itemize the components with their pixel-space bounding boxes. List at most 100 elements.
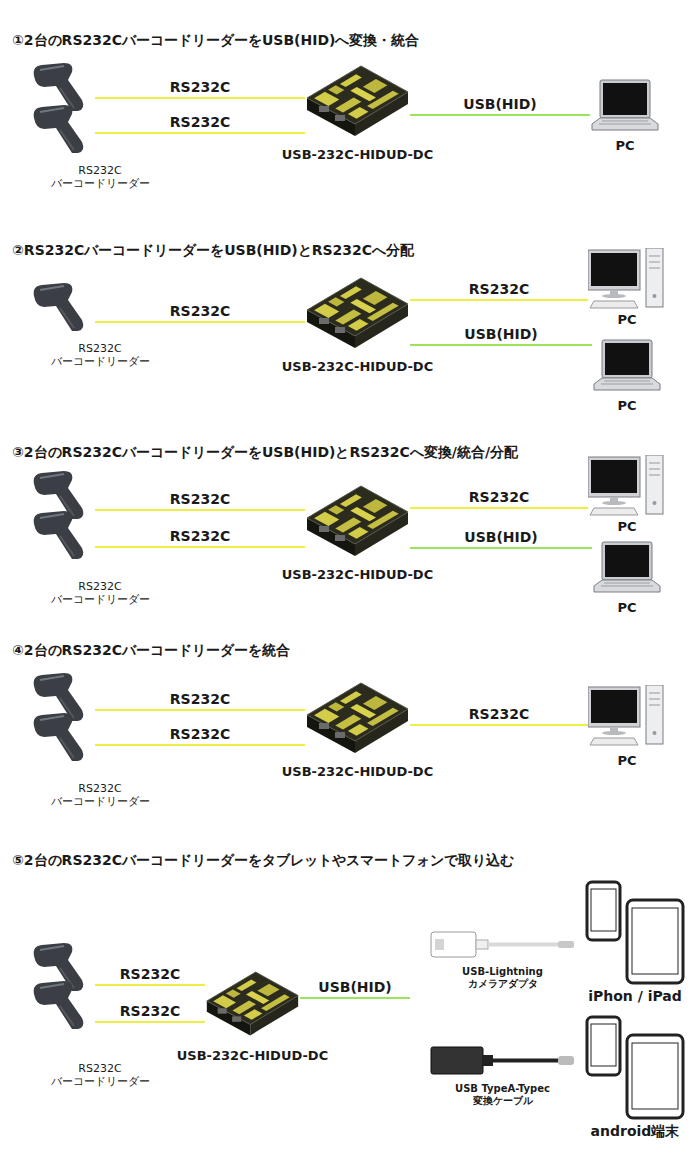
node-label: PC [590, 138, 660, 154]
barcode-reader [30, 470, 95, 520]
node-label: USB-232C-HIDUD-DC [268, 567, 448, 583]
node-label: USB-232C-HIDUD-DC [268, 147, 448, 163]
converter-icon [207, 972, 298, 1035]
edge-label: RS232C [118, 1003, 182, 1019]
edge-label: RS232C [467, 706, 531, 722]
barcode-reader-icon [34, 511, 84, 559]
cable-line [410, 724, 588, 726]
node-label: PC [588, 753, 666, 769]
laptop-icon [592, 80, 658, 130]
laptop-icon [594, 340, 660, 390]
cable-line [410, 299, 588, 301]
desktop-pc: PC [588, 455, 666, 517]
edge-label: USB(HID) [462, 326, 539, 342]
barcode-reader: RS232C バーコードリーダー [30, 510, 95, 560]
section-heading: ⑤2台のRS232Cバーコードリーダーをタブレットやスマートフォンで取り込む [12, 852, 514, 870]
node-label: USB TypeA-Typec 変換ケーブル [437, 1083, 568, 1107]
barcode-reader [30, 672, 95, 722]
cable-icon [431, 1047, 574, 1074]
node-label: PC [588, 312, 666, 328]
cable-line [95, 546, 305, 548]
desktop-icon [588, 455, 663, 515]
cable-line [95, 709, 305, 711]
laptop-pc: PC [592, 540, 662, 598]
edge-label: RS232C [168, 303, 232, 319]
node-label: RS232C バーコードリーダー [45, 342, 155, 368]
cable-line [95, 744, 305, 746]
laptop-icon [594, 542, 660, 592]
edge-label: RS232C [168, 491, 232, 507]
desktop-pc: PC [588, 248, 666, 310]
converter-box: USB-232C-HIDUD-DC [305, 270, 410, 350]
edge-label: USB(HID) [461, 96, 538, 112]
cable-line [410, 114, 590, 116]
edge-label: RS232C [168, 726, 232, 742]
adapter-icon [431, 932, 574, 957]
cable-line [410, 507, 588, 509]
node-label: RS232C バーコードリーダー [45, 580, 155, 606]
section-heading: ①2台のRS232CバーコードリーダーをUSB(HID)へ変換・統合 [12, 32, 419, 50]
cable-line [95, 509, 305, 511]
node-label: android端末 [565, 1123, 700, 1140]
android-devices: android端末 [585, 1015, 685, 1120]
barcode-reader-icon [34, 63, 84, 111]
node-label: iPhon / iPad [565, 988, 700, 1005]
apple-devices: iPhon / iPad [585, 880, 685, 985]
cable-line [410, 344, 592, 346]
device-icon [587, 882, 683, 983]
converter-icon [307, 683, 408, 753]
node-label: USB-Lightning カメラアダプタ [442, 966, 563, 990]
device-icon [587, 1017, 683, 1118]
edge-label: RS232C [118, 966, 182, 982]
converter-box: USB-232C-HIDUD-DC [305, 675, 410, 755]
typec-cable: USB TypeA-Typec 変換ケーブル [430, 1043, 575, 1078]
laptop-pc: PC [592, 338, 662, 396]
edge-label: RS232C [467, 489, 531, 505]
barcode-reader-icon [34, 283, 84, 331]
desktop-icon [588, 685, 663, 745]
node-label: PC [592, 398, 662, 414]
cable-line [95, 132, 305, 134]
node-label: USB-232C-HIDUD-DC [163, 1048, 343, 1064]
section-heading: ③2台のRS232CバーコードリーダーをUSB(HID)とRS232Cへ変換/統… [12, 444, 518, 462]
node-label: RS232C バーコードリーダー [45, 1062, 155, 1088]
node-label: USB-232C-HIDUD-DC [268, 359, 448, 375]
converter-icon [307, 278, 408, 348]
desktop-pc: PC [588, 685, 666, 747]
converter-icon [307, 486, 408, 556]
cable-line [95, 321, 305, 323]
barcode-reader [30, 62, 95, 112]
edge-label: USB(HID) [462, 529, 539, 545]
edge-label: RS232C [168, 114, 232, 130]
barcode-reader: RS232C バーコードリーダー [30, 980, 95, 1030]
converter-box: USB-232C-HIDUD-DC [305, 478, 410, 558]
section-heading: ②RS232CバーコードリーダーをUSB(HID)とRS232Cへ分配 [12, 242, 414, 260]
desktop-icon [588, 248, 663, 308]
usb-line [300, 997, 410, 999]
cable-line [95, 1021, 205, 1023]
converter-icon [307, 66, 408, 136]
line-label: USB(HID) [318, 979, 391, 995]
camera-adapter: USB-Lightning カメラアダプタ [430, 930, 575, 960]
edge-label: RS232C [467, 281, 531, 297]
cable-line [95, 97, 305, 99]
section-heading: ④2台のRS232Cバーコードリーダーを統合 [12, 642, 290, 660]
barcode-reader-icon [34, 981, 84, 1029]
cable-line [95, 984, 205, 986]
barcode-reader: RS232C バーコードリーダー [30, 712, 95, 762]
barcode-reader: RS232C バーコードリーダー [30, 104, 95, 154]
converter-box: USB-232C-HIDUD-DC [205, 962, 300, 1040]
node-label: RS232C バーコードリーダー [45, 164, 155, 190]
node-label: PC [592, 600, 662, 616]
edge-label: RS232C [168, 79, 232, 95]
barcode-reader-icon [34, 105, 84, 153]
edge-label: RS232C [168, 528, 232, 544]
laptop-pc: PC [590, 78, 660, 136]
edge-label: RS232C [168, 691, 232, 707]
node-label: RS232C バーコードリーダー [45, 782, 155, 808]
node-label: USB-232C-HIDUD-DC [268, 764, 448, 780]
node-label: PC [588, 519, 666, 535]
barcode-reader: RS232C バーコードリーダー [30, 282, 95, 332]
converter-box: USB-232C-HIDUD-DC [305, 58, 410, 138]
